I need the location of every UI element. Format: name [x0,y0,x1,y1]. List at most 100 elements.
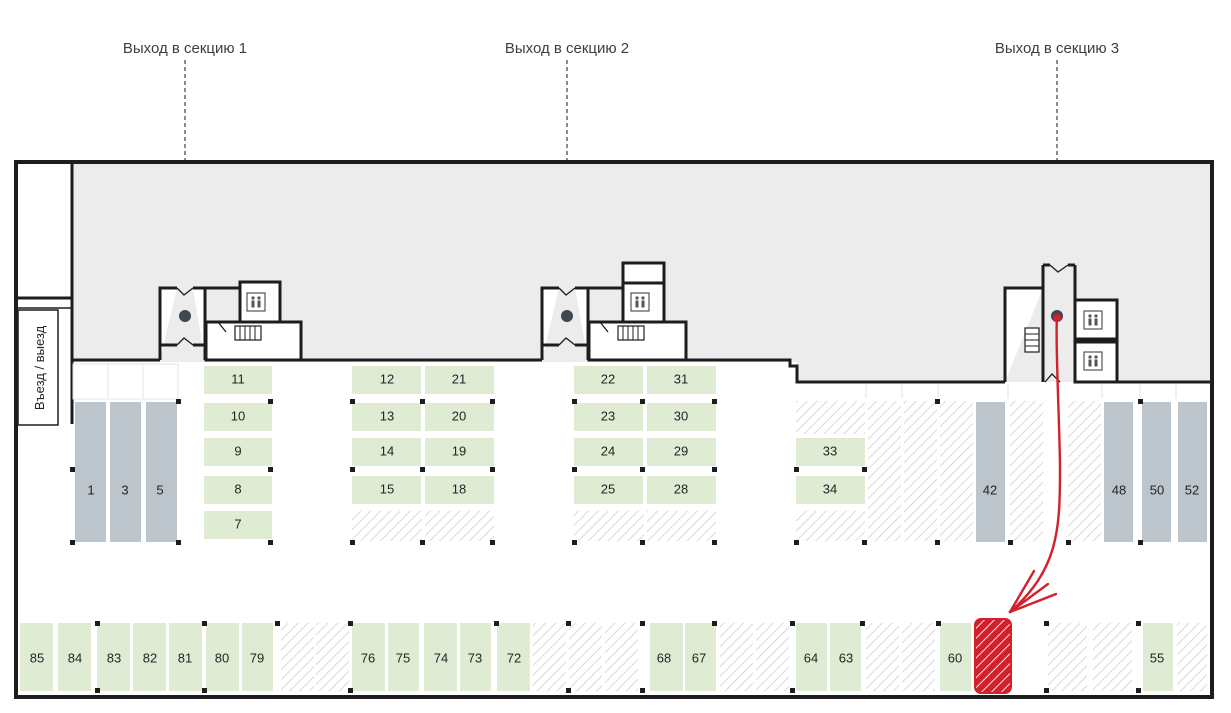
parking-spot-13[interactable]: 13 [352,403,421,431]
parking-spot-34[interactable]: 34 [796,476,865,504]
parking-spot-rect [425,476,494,504]
parking-spot-48[interactable]: 48 [1104,402,1133,542]
parking-spot-83[interactable]: 83 [97,623,130,691]
parking-spot-number: 67 [692,650,706,665]
parking-spot-number: 50 [1150,482,1164,497]
parking-spot-rect [647,403,716,431]
parking-spot-30[interactable]: 30 [647,403,716,431]
parking-spot-85[interactable]: 85 [20,623,53,691]
parking-spot-64[interactable]: 64 [796,623,827,691]
parking-spot-rect [75,402,106,542]
parking-spot-72[interactable]: 72 [497,623,530,691]
elevator-icon [630,292,650,312]
parking-spot-rect [110,402,141,542]
parking-spot-number: 7 [234,516,241,531]
parking-spot-80[interactable]: 80 [206,623,239,691]
parking-spot-19[interactable]: 19 [425,438,494,466]
pillar [348,688,353,693]
parking-spot-60[interactable]: 60 [940,623,971,691]
pillar [712,467,717,472]
parking-spot-67[interactable]: 67 [685,623,716,691]
parking-spot-52[interactable]: 52 [1178,402,1207,542]
pillar [640,399,645,404]
parking-spot-number: 33 [823,443,837,458]
parking-spot-number: 3 [121,482,128,497]
section-1-door-swings [176,287,227,346]
parking-spot-63[interactable]: 63 [830,623,861,691]
pillar [1138,540,1143,545]
pillar [70,467,75,472]
parking-spot-number: 85 [30,650,44,665]
parking-spot-25[interactable]: 25 [574,476,643,504]
parking-spot-28[interactable]: 28 [647,476,716,504]
parking-spot-21[interactable]: 21 [425,366,494,394]
pillar [1066,540,1071,545]
parking-spot-rect [796,476,865,504]
parking-spot-7[interactable]: 7 [204,511,272,539]
parking-spot-84[interactable]: 84 [58,623,91,691]
parking-spot-5[interactable]: 5 [146,402,177,542]
parking-spot-rect [425,403,494,431]
pillar [490,467,495,472]
parking-spot-23[interactable]: 23 [574,403,643,431]
entrance-empty-bays [72,363,179,400]
selected-spot[interactable] [974,618,1012,694]
parking-spot-24[interactable]: 24 [574,438,643,466]
parking-spot-33[interactable]: 33 [796,438,865,466]
parking-spot-1[interactable]: 1 [75,402,106,542]
parking-spot-20[interactable]: 20 [425,403,494,431]
parking-spot-79[interactable]: 79 [242,623,273,691]
pillar [1044,621,1049,626]
parking-spot-76[interactable]: 76 [352,623,385,691]
parking-spot-number: 8 [234,481,241,496]
parking-spot-rect [20,623,53,691]
pillar [268,540,273,545]
parking-spot-22[interactable]: 22 [574,366,643,394]
outer-walls [14,160,1214,699]
exit-point-section-1[interactable] [179,310,191,322]
parking-spot-55[interactable]: 55 [1143,623,1173,691]
parking-spot-29[interactable]: 29 [647,438,716,466]
pillar [1138,399,1143,404]
parking-spot-9[interactable]: 9 [204,438,272,466]
parking-spot-3[interactable]: 3 [110,402,141,542]
core-boundary [70,162,1212,424]
parking-spot-75[interactable]: 75 [388,623,419,691]
elevator-icon [246,292,266,312]
parking-spot-rect [574,366,643,394]
parking-spot-73[interactable]: 73 [460,623,491,691]
parking-spot-68[interactable]: 68 [650,623,683,691]
parking-spot-81[interactable]: 81 [169,623,202,691]
parking-spot-11[interactable]: 11 [204,366,272,394]
parking-spot-14[interactable]: 14 [352,438,421,466]
pillar [420,399,425,404]
parking-spot-15[interactable]: 15 [352,476,421,504]
pillar [712,621,717,626]
parking-spot-rect [352,476,421,504]
parking-spot-31[interactable]: 31 [647,366,716,394]
parking-spot-50[interactable]: 50 [1142,402,1171,542]
pillar [350,540,355,545]
pillar [494,621,499,626]
parking-spot-rect [830,623,861,691]
pillar [712,540,717,545]
parking-spot-rect [204,403,272,431]
pillar [268,467,273,472]
parking-spot-number: 1 [87,482,94,497]
parking-spot-42[interactable]: 42 [976,402,1005,542]
pillar [490,399,495,404]
pillar [202,621,207,626]
parking-spot-82[interactable]: 82 [133,623,166,691]
parking-spot-12[interactable]: 12 [352,366,421,394]
parking-spot-number: 31 [674,371,688,386]
parking-spot-18[interactable]: 18 [425,476,494,504]
parking-spot-8[interactable]: 8 [204,476,272,504]
exit-point-section-2[interactable] [561,310,573,322]
parking-spot-number: 19 [452,443,466,458]
parking-spot-rect [497,623,530,691]
pillar [860,621,865,626]
parking-spot-rect [425,366,494,394]
parking-spot-74[interactable]: 74 [424,623,457,691]
pillar [572,467,577,472]
parking-spot-10[interactable]: 10 [204,403,272,431]
